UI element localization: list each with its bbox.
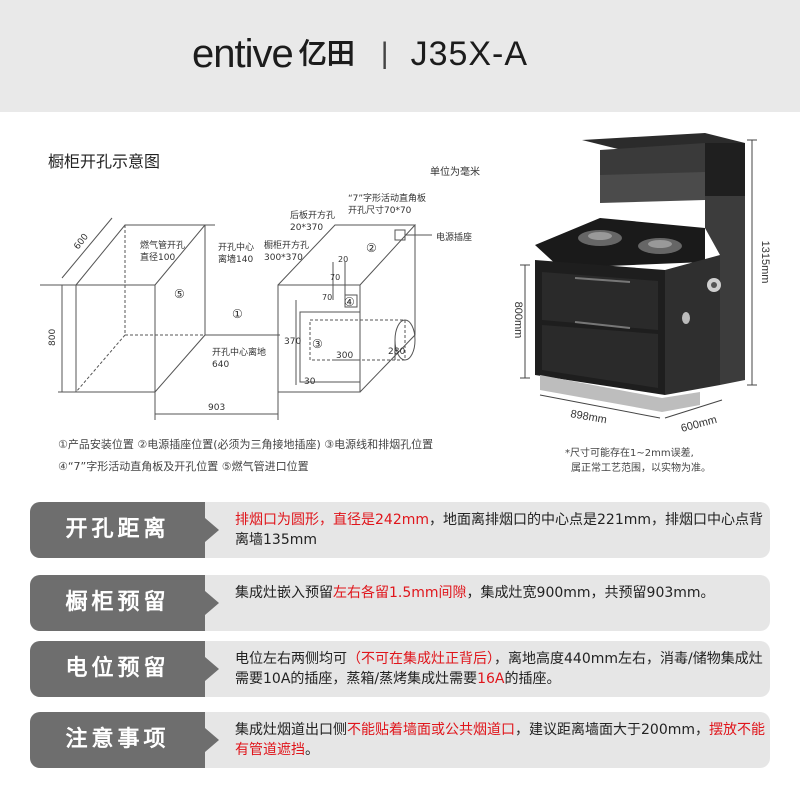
- brand-name-cn: 亿田: [298, 37, 355, 70]
- dim-70b-label: 70: [330, 273, 340, 282]
- dim-800-label: 800: [48, 329, 58, 346]
- row-tag-label: 橱柜预留: [65, 590, 170, 615]
- tolerance-note-line-1: *尺寸可能存在1~2mm误差,: [565, 448, 694, 459]
- power-socket-label: 电源插座: [436, 231, 472, 243]
- row-description: 排烟口为圆形，直径是242mm，地面离排烟口的中心点是221mm，排烟口中心点背…: [235, 510, 765, 550]
- row-tag-label: 开孔距离: [65, 517, 170, 542]
- row-text-part: 。: [305, 742, 319, 758]
- center-floor-label: 开孔中心离地: [212, 346, 266, 358]
- legend-line-1: ①产品安装位置 ②电源插座位置(必须为三角接地插座) ③电源线和排烟孔位置: [58, 438, 434, 451]
- marker-3: ③: [312, 337, 323, 351]
- row-tag: 电位预留: [30, 641, 205, 697]
- marker-1: ①: [232, 307, 243, 321]
- row-text-part: ，地面离排烟口的中心点是221mm，排烟口中心点背离墙135mm: [235, 512, 763, 548]
- row-text-part: ，集成灶宽900mm，共预留903mm。: [466, 585, 715, 601]
- left-cabinet-top: [75, 224, 207, 286]
- row-text-part: 集成灶嵌入预留: [235, 585, 333, 601]
- info-row-cabinet-reserve: 橱柜预留 集成灶嵌入预留左右各留1.5mm间隙，集成灶宽900mm，共预留903…: [30, 575, 770, 631]
- dim-903-label: 903: [208, 403, 225, 413]
- product-height-total: 1315mm: [759, 241, 771, 284]
- row-tag-arrow: [205, 518, 219, 542]
- brand-separator: |: [380, 37, 389, 70]
- row-text-part: 的插座。: [504, 671, 561, 687]
- info-row-opening-distance: 开孔距离 排烟口为圆形，直径是242mm，地面离排烟口的中心点是221mm，排烟…: [30, 502, 770, 558]
- marker-5: ⑤: [174, 287, 185, 301]
- row-tag: 开孔距离: [30, 502, 205, 558]
- brand-name-en: entive: [192, 32, 294, 76]
- dim-300-label: 300: [336, 351, 353, 361]
- left-cabinet-front: [75, 284, 156, 393]
- row-description: 电位左右两侧均可（不可在集成灶正背后），离地高度440mm左右，消毒/储物集成灶…: [235, 649, 765, 689]
- row-tag-arrow: [205, 657, 219, 681]
- cabinet-hole-size: 300*370: [264, 253, 303, 263]
- product-image: [520, 133, 757, 419]
- info-row-power-reserve: 电位预留 电位左右两侧均可（不可在集成灶正背后），离地高度440mm左右，消毒/…: [30, 641, 770, 697]
- row-tag-arrow: [205, 728, 219, 752]
- hole-center-dist-label: 离墙140: [218, 253, 253, 265]
- row-description: 集成灶烟道出口侧不能贴着墙面或公共烟道口，建议距离墙面大于200mm，摆放不能有…: [235, 720, 765, 760]
- dim-280-label: 280: [388, 347, 405, 357]
- tolerance-note: *尺寸可能存在1~2mm误差, 属正常工艺范围，以实物为准。: [565, 446, 765, 476]
- unit-note: 单位为毫米: [430, 167, 480, 178]
- marker-4: ④: [344, 295, 355, 309]
- brand-logo: entive 亿田 | J35X-A: [192, 34, 528, 74]
- dim-600-label: 600: [72, 232, 91, 252]
- legend-line-2: ④“7”字形活动直角板及开孔位置 ⑤燃气管进口位置: [58, 460, 309, 473]
- marker-2: ②: [366, 241, 377, 255]
- row-text-part: 电位左右两侧均可: [235, 651, 347, 667]
- row-text-part: ，离地高度440mm左右，消毒/储物集成灶需要10A的插座，蒸箱/蒸烤集成灶需要: [235, 651, 763, 687]
- gas-hole-dia-label: 直径100: [140, 251, 175, 263]
- row-tag-label: 电位预留: [65, 656, 170, 681]
- row-tag-label: 注意事项: [65, 727, 170, 752]
- row-text-part: 排烟口为圆形，直径是242mm: [235, 512, 429, 528]
- right-cabinet-top: [277, 224, 417, 286]
- row-text-part: ，建议距离墙面大于200mm，: [515, 722, 709, 738]
- row-text-part: 左右各留1.5mm间隙: [333, 585, 467, 601]
- dim-370-label: 370: [284, 337, 301, 347]
- seven-board-label: “7”字形活动直角板: [348, 192, 426, 204]
- row-text-part: （不可在集成灶正背后）: [347, 651, 494, 667]
- row-text-part: 集成灶烟道出口侧: [235, 722, 347, 738]
- model-number: J35X-A: [410, 35, 529, 73]
- cabinet-diagram: 600 800 903 燃气管开孔 直径100 开孔中心 离墙140 ⑤ ① ②…: [40, 133, 771, 435]
- left-cabinet-hidden: [75, 225, 126, 393]
- row-text-part: 不能贴着墙面或公共烟道口: [347, 722, 515, 738]
- dim-70a-label: 70: [322, 293, 332, 302]
- dim-20-label: 20: [338, 255, 348, 264]
- hole-center-label: 开孔中心: [218, 241, 254, 253]
- row-text-part: 16A: [477, 671, 505, 687]
- row-tag-arrow: [205, 591, 219, 615]
- product-depth: 600mm: [680, 414, 719, 435]
- tolerance-note-line-2: 属正常工艺范围，以实物为准。: [571, 463, 711, 474]
- row-description: 集成灶嵌入预留左右各留1.5mm间隙，集成灶宽900mm，共预留903mm。: [235, 583, 765, 603]
- back-board-label: 后板开方孔: [290, 209, 335, 221]
- diagram-title: 橱柜开孔示意图: [48, 152, 161, 171]
- power-socket-box: [394, 229, 406, 241]
- row-tag: 注意事项: [30, 712, 205, 768]
- row-tag: 橱柜预留: [30, 575, 205, 631]
- cabinet-hole-label: 橱柜开方孔: [264, 239, 309, 251]
- cabinet-opening: [299, 311, 361, 383]
- dim-30-label: 30: [304, 377, 316, 387]
- product-height-body: 800mm: [512, 302, 524, 339]
- product-width: 898mm: [569, 408, 607, 426]
- row-text-part: 摆放不能有管道遮挡: [235, 722, 765, 758]
- back-board-size: 20*370: [290, 223, 323, 233]
- header-bar: entive 亿田 | J35X-A: [0, 0, 800, 112]
- seven-hole-label: 开孔尺寸70*70: [348, 204, 412, 216]
- gas-hole-label: 燃气管开孔: [140, 239, 185, 251]
- center-floor-val: 640: [212, 360, 229, 370]
- info-row-precautions: 注意事项 集成灶烟道出口侧不能贴着墙面或公共烟道口，建议距离墙面大于200mm，…: [30, 712, 770, 768]
